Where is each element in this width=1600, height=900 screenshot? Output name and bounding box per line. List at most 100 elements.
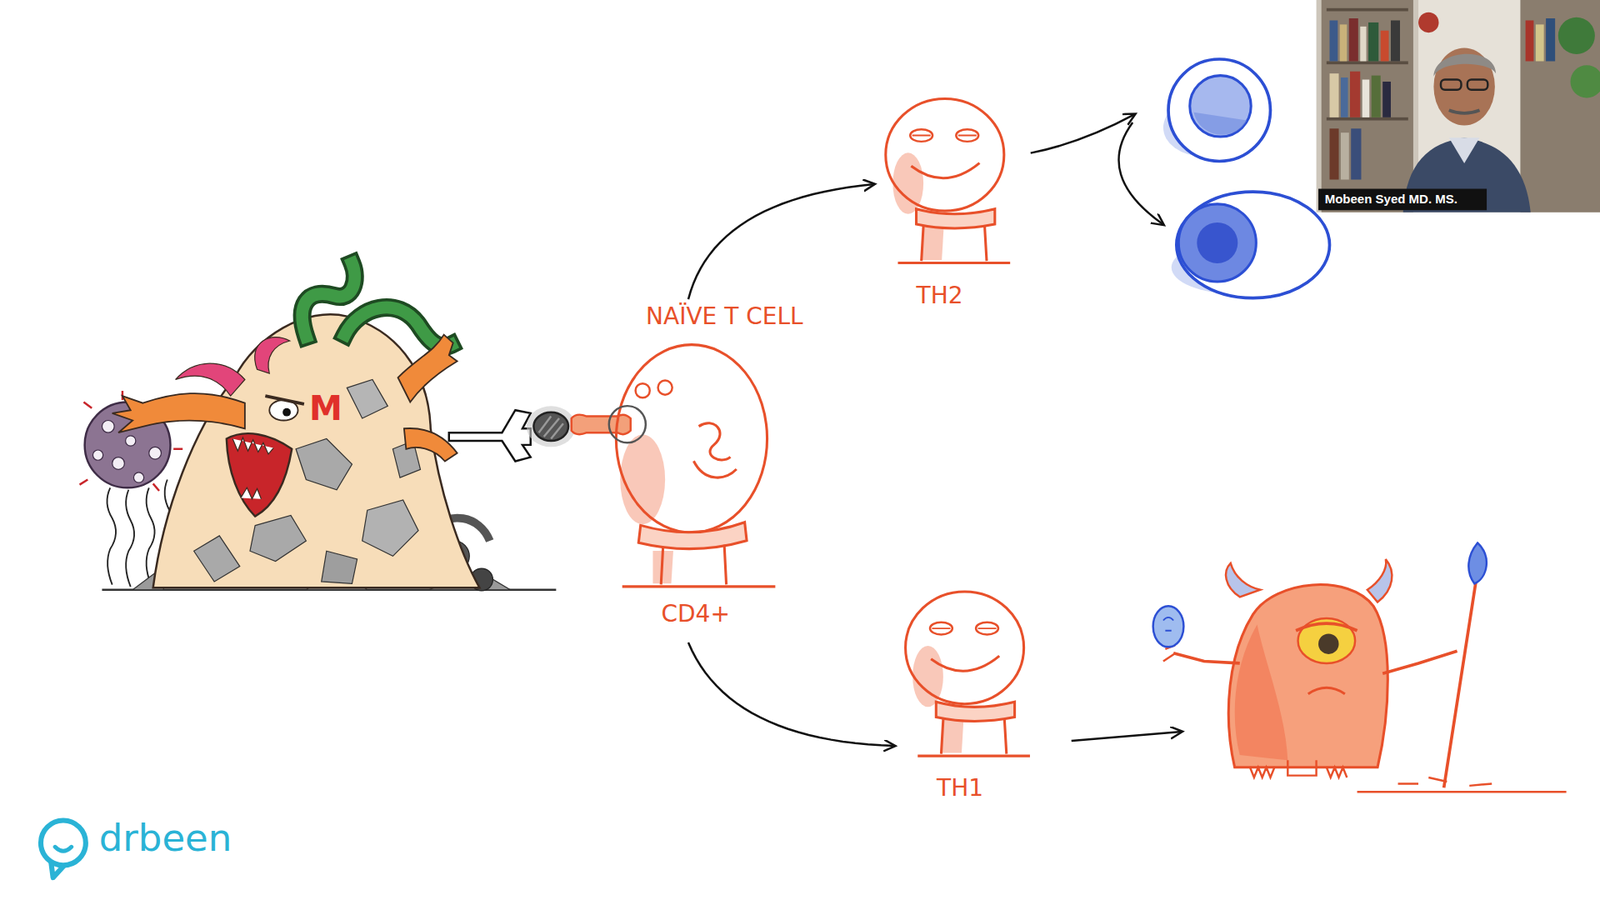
webcam-frame — [1368, 22, 1379, 62]
receptor-complex — [533, 412, 569, 441]
cell-outline — [660, 545, 726, 585]
cell-outline — [610, 300, 847, 641]
webcam-frame — [1330, 73, 1340, 118]
cell-outline — [916, 209, 995, 229]
webcam-frame — [1449, 110, 1480, 114]
webcam-frame — [1467, 80, 1488, 90]
plasma-cell — [1176, 191, 1330, 298]
cell-outline — [931, 627, 996, 630]
webcam-frame — [1360, 26, 1366, 62]
webcam-frame — [1570, 65, 1600, 98]
macrophage — [194, 535, 240, 582]
cell-outline — [905, 591, 1030, 756]
macrophage — [232, 437, 274, 455]
webcam-frame — [1316, 0, 1600, 213]
cell-outline — [635, 383, 650, 398]
cell-label: TH2 — [916, 283, 964, 310]
logo-icon — [55, 846, 72, 851]
cell-heading: NAÏVE T CELL — [645, 304, 804, 330]
macrophage — [226, 433, 292, 516]
activated-macrophage — [1228, 585, 1388, 768]
virus — [146, 487, 155, 585]
webcam-frame — [1330, 20, 1339, 61]
webcam-frame — [1525, 20, 1535, 61]
cell-outline — [658, 380, 673, 395]
macrophage — [175, 363, 245, 396]
logo-icon — [40, 820, 86, 878]
cell-outline — [885, 99, 1005, 212]
cell-outline — [905, 591, 1024, 705]
cell-outline — [940, 719, 1006, 755]
virus — [92, 450, 103, 460]
webcam-frame — [1349, 18, 1359, 61]
b-cell — [1168, 59, 1270, 161]
cell-outline — [912, 135, 977, 137]
plasma-cell — [1171, 191, 1330, 298]
activated-macrophage — [1308, 687, 1345, 694]
cell-outline — [917, 755, 1030, 758]
macrophage — [153, 314, 480, 588]
b-cell — [1163, 59, 1271, 161]
cell-outline — [609, 405, 646, 443]
receptor-complex — [526, 405, 576, 447]
macrophage — [295, 439, 352, 490]
cell-outline — [898, 261, 1011, 265]
virus — [133, 472, 144, 483]
webcam-frame — [1340, 24, 1348, 61]
cell-letter: M — [309, 391, 343, 425]
activated-macrophage — [1153, 605, 1185, 647]
receptor-complex — [571, 415, 631, 435]
webcam-frame — [1326, 60, 1409, 65]
receptor-complex — [449, 405, 631, 461]
webcam-frame — [1449, 137, 1480, 164]
macrophage — [265, 395, 305, 405]
cell-outline — [609, 345, 776, 587]
b-cell — [1194, 112, 1248, 135]
activated-macrophage — [1173, 653, 1240, 664]
webcam-frame — [1350, 71, 1360, 118]
cell-outline — [609, 345, 776, 587]
plasma-cell — [1178, 204, 1256, 282]
receptor-complex — [539, 416, 564, 440]
webcam-frame — [1558, 17, 1595, 55]
cell-outline — [885, 99, 1010, 264]
virus — [112, 457, 125, 470]
webcam-frame — [1321, 0, 1414, 213]
webcam-frame — [1350, 128, 1361, 180]
macrophage — [345, 307, 451, 347]
virus — [101, 420, 115, 433]
activated-macrophage — [1367, 559, 1393, 602]
cell-outline — [885, 99, 1010, 264]
cell-outline — [905, 591, 1030, 756]
receptor-complex — [449, 410, 531, 461]
macrophage — [345, 307, 451, 347]
macrophage — [282, 408, 291, 417]
macrophage — [346, 380, 388, 420]
webcam-frame — [1418, 12, 1439, 33]
virus — [106, 487, 116, 585]
connector-arrow — [688, 642, 895, 746]
webcam-frame — [1390, 20, 1400, 61]
webcam-frame — [1433, 54, 1496, 77]
illustration — [40, 0, 1600, 878]
macrophage — [250, 515, 306, 561]
webcam-frame — [1330, 128, 1340, 180]
webcam-frame — [1326, 117, 1409, 121]
virus — [125, 490, 135, 587]
activated-macrophage — [1225, 563, 1260, 597]
macrophage — [112, 393, 245, 433]
macrophage — [101, 263, 556, 591]
cell-outline — [694, 423, 737, 478]
activated-macrophage — [1287, 760, 1316, 775]
activated-macrophage — [1153, 542, 1567, 792]
cell-outline — [930, 655, 1000, 671]
activated-macrophage — [1163, 617, 1174, 631]
webcam-frame — [1382, 81, 1391, 118]
cell-outline — [639, 522, 748, 550]
cell-label: CD4+ — [660, 601, 730, 628]
cell-outline — [921, 226, 987, 262]
